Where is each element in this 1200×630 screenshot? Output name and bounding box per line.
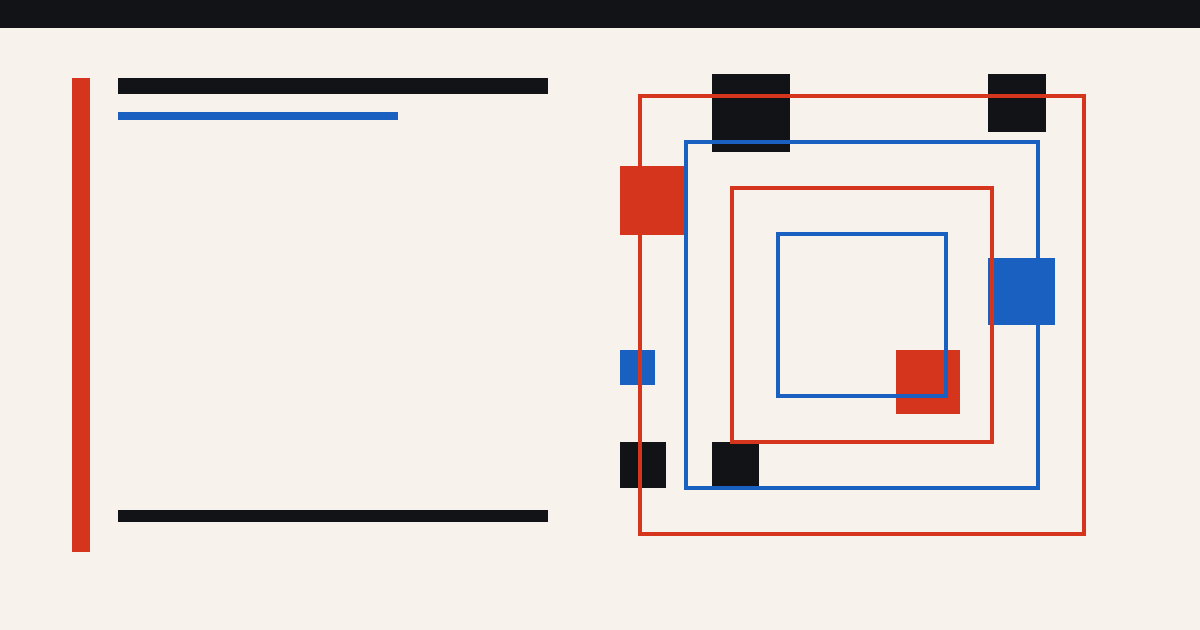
block-blue-right <box>988 258 1055 325</box>
block-black-bottom <box>712 442 759 486</box>
top-bar <box>0 0 1200 28</box>
frame-blue <box>684 140 1040 490</box>
frame-inner-blue <box>776 232 948 398</box>
block-red-inner <box>896 350 960 414</box>
subheading-bar <box>118 112 398 120</box>
frame-inner-red <box>730 186 994 444</box>
left-accent-bar <box>72 78 90 552</box>
block-black-top <box>712 74 790 152</box>
footer-bar <box>118 510 548 522</box>
block-red-left <box>620 166 684 235</box>
heading-bar <box>118 78 548 94</box>
block-black-bottom-left <box>620 442 666 488</box>
block-black-top-right <box>988 74 1046 132</box>
block-blue-small <box>620 350 655 385</box>
frame-outer-red <box>638 94 1086 536</box>
